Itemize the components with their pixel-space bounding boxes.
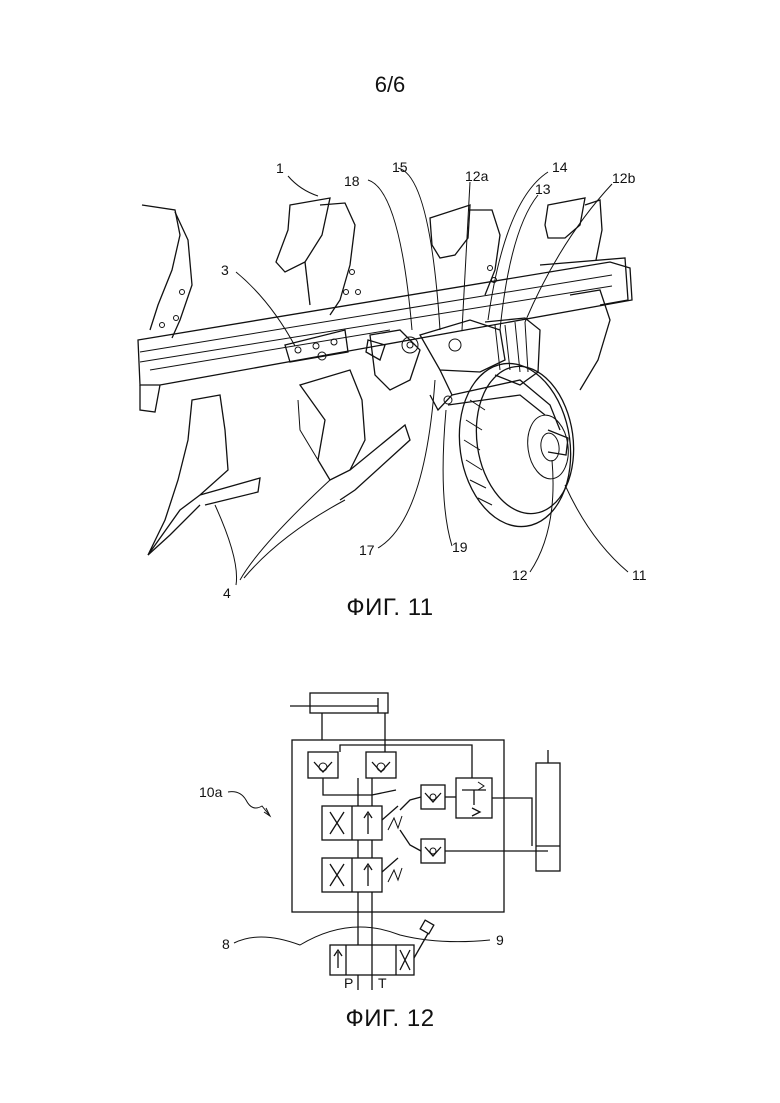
reference-label-11: 11 bbox=[632, 567, 647, 583]
figure-12-drawing bbox=[228, 693, 560, 990]
reference-label-3: 12a bbox=[465, 168, 489, 184]
reference-label-15: 9 bbox=[496, 932, 504, 948]
reference-label-16: P bbox=[344, 975, 353, 991]
reference-label-13: 10a bbox=[199, 784, 223, 800]
reference-label-5: 13 bbox=[535, 181, 551, 197]
reference-label-8: 17 bbox=[359, 542, 375, 558]
reference-label-17: T bbox=[378, 975, 387, 991]
reference-label-9: 19 bbox=[452, 539, 468, 555]
reference-label-1: 18 bbox=[344, 173, 360, 189]
reference-label-14: 8 bbox=[222, 936, 230, 952]
reference-label-7: 3 bbox=[221, 262, 229, 278]
figure-11-caption: ФИГ. 11 bbox=[0, 594, 780, 622]
reference-label-4: 14 bbox=[552, 159, 568, 175]
reference-label-6: 12b bbox=[612, 170, 636, 186]
figure-11-drawing bbox=[138, 168, 632, 585]
reference-label-2: 15 bbox=[392, 159, 408, 175]
reference-label-10: 12 bbox=[512, 567, 528, 583]
figure-12-caption: ФИГ. 12 bbox=[0, 1005, 780, 1033]
reference-label-0: 1 bbox=[276, 160, 284, 176]
